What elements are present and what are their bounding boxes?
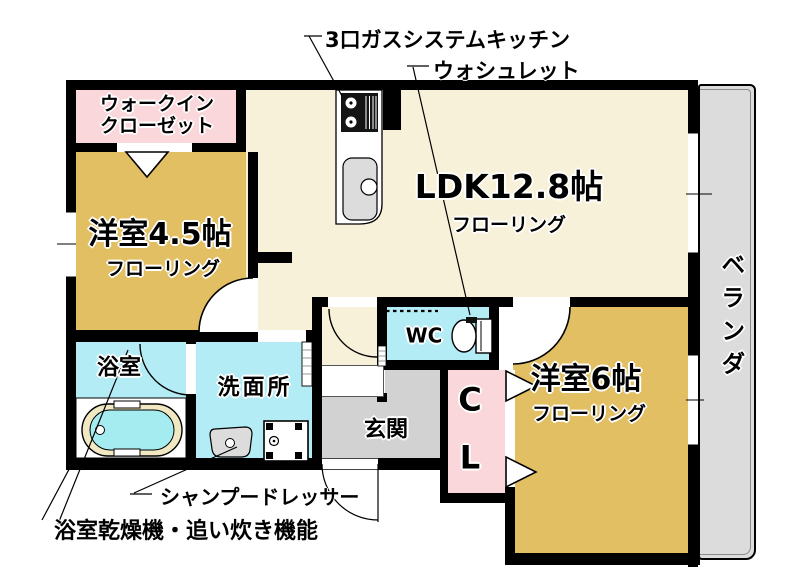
veranda-rail-line [700,89,751,555]
ldk-label: LDK12.8帖 [414,167,604,207]
bath-label: 浴室 [96,355,142,381]
wall-bath-washroom-divider [186,342,196,462]
wall-closet-left [440,370,448,495]
front-door-opening [322,458,378,470]
entrance-step-post [377,393,387,402]
walk-in-closet-room [76,90,236,143]
annotation-kitchen: 3口ガスシステムキッチン [325,28,570,52]
bedroom45-label: 洋室4.5帖 [88,216,232,252]
washroom-label: 洗面所 [217,375,293,401]
wall-bath-washroom-top [66,330,312,342]
wic-label: ウォークイン クローゼット [99,93,215,137]
wall-right-veranda [688,80,698,567]
wall-washroom-right [312,297,322,458]
closet-label: C L [458,380,482,476]
window-left [66,212,76,277]
bedroom6-floor-label: フローリング [531,403,647,426]
annotation-bath-features: 浴室乾燥機・追い炊き機能 [54,519,319,544]
wall-bedroom6-left-lower [505,487,515,565]
wall-closet-bottom [440,493,515,503]
closet-room [448,370,505,493]
wall-wic-right [236,90,246,152]
wall-bedroom6-top [497,297,700,307]
wall-bedroom6-bottom [505,553,700,565]
entrance-room-upper [385,370,440,398]
wall-kitchen-stub [383,80,401,130]
closet-door-strip [505,370,515,487]
ldk-floor-label: フローリング [451,214,567,237]
bedroom45-door-opening [248,278,258,332]
washroom-door-opening [258,330,306,342]
window-bedroom6-veranda [688,355,698,445]
hall-door-opening [328,297,377,307]
annotation-shampoo-dresser: シャンプードレッサー [160,485,360,509]
wic-door-opening [117,143,192,152]
wall-wc-bottom [377,360,497,370]
window-ldk-veranda [688,133,698,253]
hall [322,307,377,365]
veranda-label: ベランダ [716,252,745,384]
annotation-washlet: ウォシュレット [433,59,580,83]
entrance-room [322,397,440,458]
wall-stub-ldk [258,252,292,263]
bath-door-opening [186,344,196,394]
wc-label: WC [405,323,443,348]
entrance-label: 玄関 [363,417,409,443]
wall-bottom-left [66,458,448,470]
bedroom6-door-opening [513,297,570,307]
entrance-step [322,365,384,397]
wall-wc-right [489,297,499,370]
wall-top [66,80,698,90]
wall-bedroom45-right [248,152,258,278]
bedroom45-floor-label: フローリング [105,258,221,281]
bedroom-6-room [513,307,688,553]
corridor [258,297,312,332]
wall-wc-left [377,297,387,370]
bedroom6-label: 洋室6帖 [530,361,642,397]
